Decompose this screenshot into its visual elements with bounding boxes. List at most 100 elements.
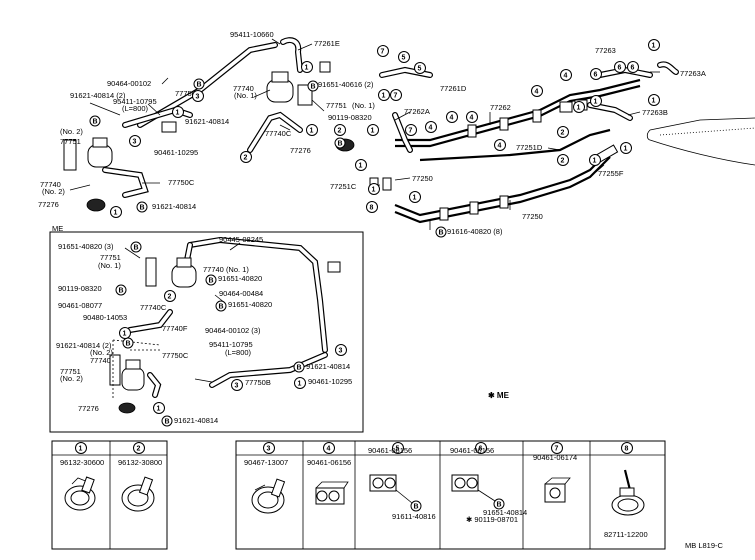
callout-4: 4 <box>425 121 437 133</box>
label-95411-10660: 95411-10660 <box>230 30 274 39</box>
label-91621-40814-2: 91621-40814 (2) <box>70 91 126 100</box>
vsv-no1 <box>266 79 294 103</box>
clip-7-illustration <box>544 477 571 503</box>
me-c-1: 1 <box>119 327 131 339</box>
bracket-77751-no2 <box>63 139 77 171</box>
svg-text:1: 1 <box>372 187 376 194</box>
legend-part-3: 90467-13007 <box>244 458 288 467</box>
svg-text:2: 2 <box>338 128 342 135</box>
filter-77276 <box>86 198 106 212</box>
me-bracket-no1 <box>145 257 157 287</box>
label-91651-40616: 91651-40616 (2) <box>318 80 374 89</box>
me-label-77751: 77751 <box>100 253 121 262</box>
svg-text:6: 6 <box>479 446 483 453</box>
callout-4b: 4 <box>446 111 458 123</box>
callout-1i: 1 <box>589 154 601 166</box>
top-labels: 95411-10660 77261E 90464-00102 77750B 91… <box>38 30 706 236</box>
label-77263A: 77263A <box>680 69 706 78</box>
label-no2a: (No. 2) <box>60 127 83 136</box>
clamp-1-illustration <box>64 476 96 511</box>
legend-header-6: 6 <box>475 442 487 454</box>
label-77740-no2: 77740 <box>40 180 61 189</box>
svg-text:1: 1 <box>310 128 314 135</box>
me-label-77740: 77740 (No. 1) <box>203 265 249 274</box>
label-90461-10295: 90461-10295 <box>154 148 198 157</box>
callout-4d: 4 <box>531 85 543 97</box>
me-label-95411-10795: 95411-10795 <box>209 340 253 349</box>
svg-text:1: 1 <box>594 99 598 106</box>
svg-text:3: 3 <box>267 446 271 453</box>
me-b-6: B <box>293 361 305 373</box>
me-bracket-no2 <box>109 354 121 386</box>
svg-text:7: 7 <box>409 128 413 135</box>
callout-6c: 6 <box>627 61 639 73</box>
me-c-1b: 1 <box>294 377 306 389</box>
svg-text:1: 1 <box>114 210 118 217</box>
legend-header-3: 3 <box>263 442 275 454</box>
me-b-1: B <box>130 241 142 253</box>
svg-text:4: 4 <box>564 73 568 80</box>
callout-4f: 4 <box>494 139 506 151</box>
svg-text:1: 1 <box>305 65 309 72</box>
me-label-90445-08245: 90445-08245 <box>219 235 263 244</box>
svg-text:7: 7 <box>381 49 385 56</box>
svg-text:3: 3 <box>235 383 239 390</box>
callout-1n: 1 <box>301 61 313 73</box>
legend-part-1: 96132-30600 <box>60 458 104 467</box>
label-77740C: 77740C <box>265 129 292 138</box>
legend-part-8: 82711-12200 <box>604 530 648 539</box>
me-label-no2: (No. 2) <box>90 348 113 357</box>
callout-1k: 1 <box>355 159 367 171</box>
b-circle-3: B <box>193 78 205 90</box>
svg-text:B: B <box>297 365 302 372</box>
label-l800: (L=800) <box>122 104 149 113</box>
svg-text:B: B <box>197 82 202 89</box>
label-77263: 77263 <box>595 46 616 55</box>
legend-header-1: 1 <box>75 442 87 454</box>
callout-6b: 6 <box>614 61 626 73</box>
callout-7b: 7 <box>377 45 389 57</box>
label-no1: (No. 1) <box>234 91 257 100</box>
callout-2d: 2 <box>557 154 569 166</box>
me-label-77740b: 77740 <box>90 356 111 365</box>
svg-text:7: 7 <box>394 93 398 100</box>
me-label-91621-40814-2: 91621-40814 (2) <box>56 341 112 350</box>
label-77751-no1: 77751 <box>326 101 347 110</box>
svg-text:1: 1 <box>652 43 656 50</box>
me-b-7: B <box>161 415 173 427</box>
label-77263B: 77263B <box>642 108 668 117</box>
label-77250b: 77250 <box>522 212 543 221</box>
label-90464-00102: 90464-00102 <box>107 79 151 88</box>
me-b-5: B <box>122 337 134 349</box>
callout-3: 3 <box>192 90 204 102</box>
callout-7: 7 <box>405 124 417 136</box>
svg-text:6: 6 <box>594 72 598 79</box>
callout-4e: 4 <box>560 69 572 81</box>
me-b-2: B <box>205 274 217 286</box>
label-91616-40820: 91616-40820 (8) <box>447 227 503 236</box>
svg-text:B: B <box>219 304 224 311</box>
me-filter-77276 <box>118 402 136 414</box>
callout-8: 8 <box>366 201 378 213</box>
me-c-3b: 3 <box>231 379 243 391</box>
me-vsv-no1 <box>171 264 197 288</box>
legend-part-6-sub1: 91651-40814 <box>483 508 527 517</box>
legend-part-2: 96132-30800 <box>118 458 162 467</box>
svg-text:B: B <box>119 288 124 295</box>
svg-text:B: B <box>497 502 502 509</box>
svg-text:B: B <box>414 504 419 511</box>
svg-text:2: 2 <box>168 294 172 301</box>
clamp-2-illustration <box>121 476 155 512</box>
svg-text:1: 1 <box>371 128 375 135</box>
svg-text:B: B <box>311 84 316 91</box>
legend-part-5: 90461-06156 <box>368 446 412 455</box>
svg-text:8: 8 <box>370 205 374 212</box>
label-77261D: 77261D <box>440 84 467 93</box>
legend-part-4: 90461-06156 <box>307 458 351 467</box>
svg-text:5: 5 <box>418 66 422 73</box>
legend-part-6: 90461-06156 <box>450 446 494 455</box>
callout-1m: 1 <box>409 191 421 203</box>
callout-3b: 3 <box>129 135 141 147</box>
me-label-91651-40820: 91651-40820 <box>218 274 262 283</box>
svg-text:6: 6 <box>631 65 635 72</box>
